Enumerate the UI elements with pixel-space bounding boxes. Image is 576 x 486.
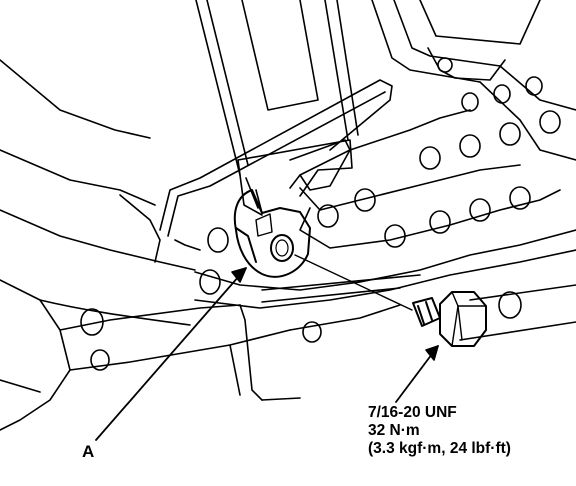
pillar-trim xyxy=(195,0,576,176)
callout-label-a: A xyxy=(82,442,95,461)
bolt-spec-arrow xyxy=(395,345,439,403)
bolt-spec-block: 7/16-20 UNF 32 N·m (3.3 kgf·m, 24 lbf·ft… xyxy=(368,404,511,458)
anchor-bolt xyxy=(412,291,487,347)
mounting-holes xyxy=(80,76,561,371)
anchor-plate xyxy=(233,189,311,278)
floor-rail xyxy=(59,274,576,401)
vehicle-body-outline xyxy=(0,59,196,431)
bolt-thread-spec: 7/16-20 UNF xyxy=(368,404,457,421)
bolt-torque-nm: 32 N·m xyxy=(368,422,420,439)
callout-a-arrow xyxy=(95,267,247,441)
bolt-torque-alt: (3.3 kgf·m, 24 lbf·ft) xyxy=(368,440,511,457)
bolt-leader-line xyxy=(294,254,413,311)
